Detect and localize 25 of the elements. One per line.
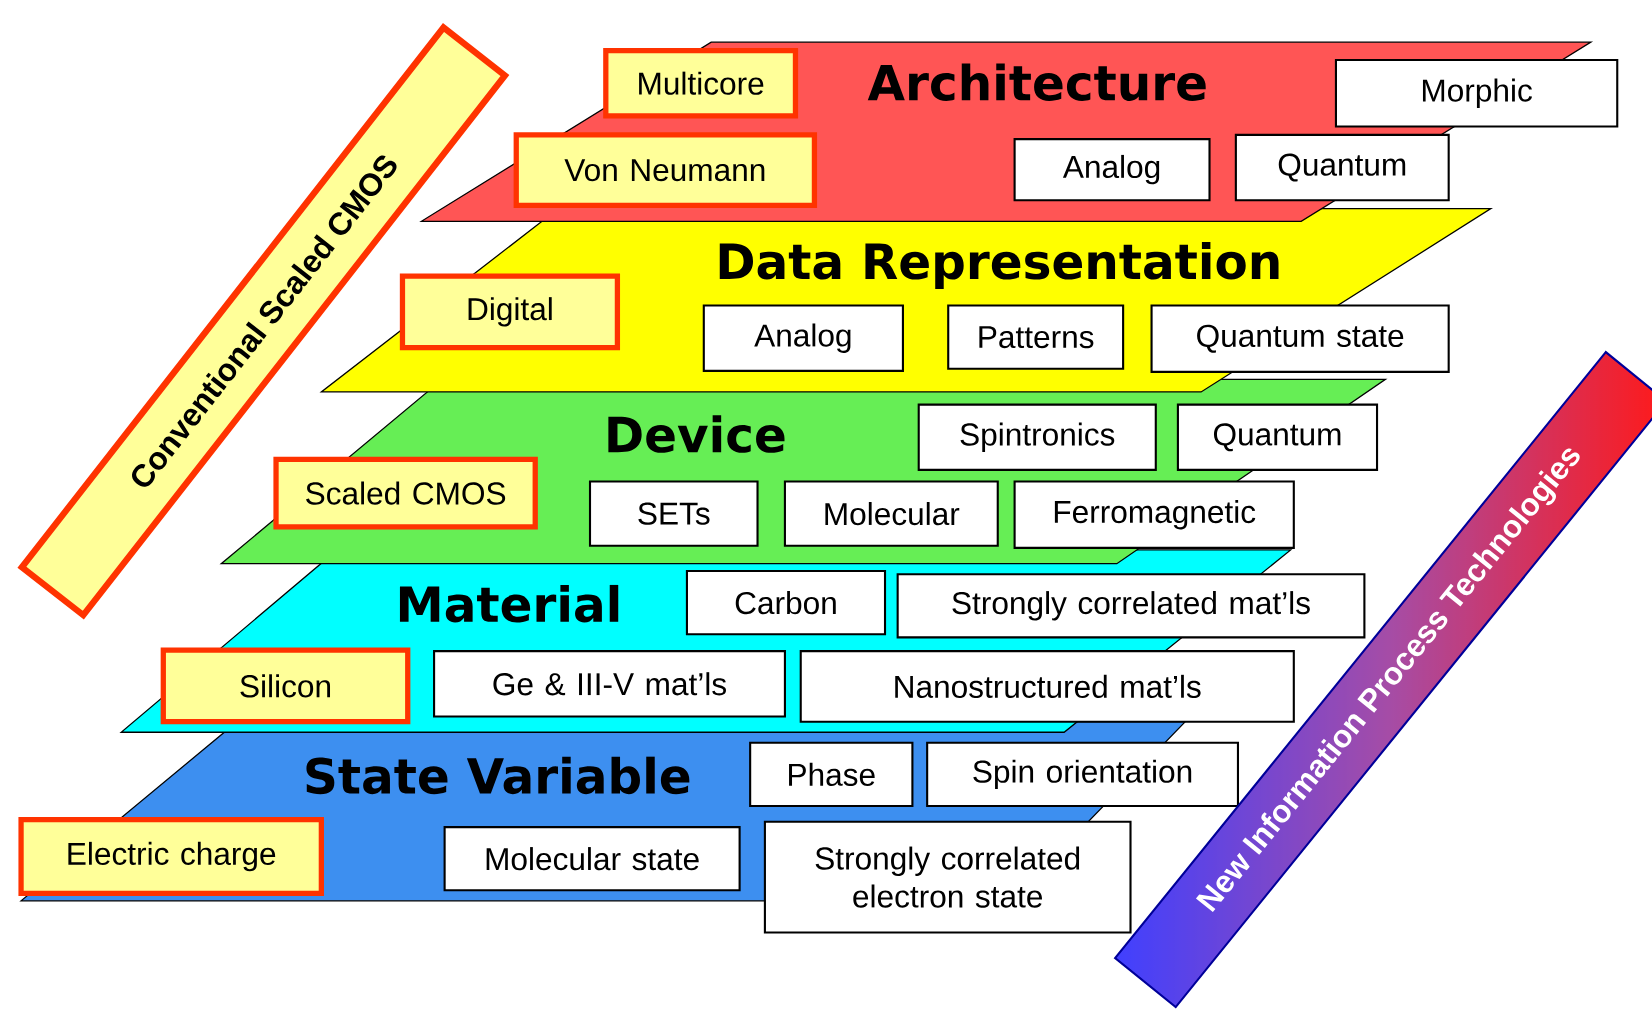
text-box: Analog — [702, 304, 904, 373]
text-box: Analog — [1013, 138, 1211, 202]
highlighted-box: Electric charge — [18, 817, 324, 897]
text-box: Molecular state — [443, 826, 741, 892]
text-box: Spintronics — [917, 403, 1157, 472]
text-box: Quantum — [1234, 133, 1450, 202]
text-box: Quantum state — [1150, 304, 1450, 374]
highlighted-box: Silicon — [160, 647, 411, 725]
text-box: Spin orientation — [926, 741, 1239, 808]
highlighted-box: Multicore — [603, 48, 799, 119]
text-box: SETs — [588, 480, 759, 547]
highlighted-box: Digital — [399, 273, 621, 351]
text-box: Morphic — [1334, 59, 1619, 128]
text-box: Patterns — [947, 304, 1125, 370]
text-box: Strongly correlated electron state — [763, 820, 1132, 934]
text-box: Strongly correlated mat’ls — [896, 573, 1366, 639]
text-box: Phase — [749, 741, 914, 808]
highlighted-box: Scaled CMOS — [273, 456, 538, 530]
text-box: Molecular — [783, 480, 999, 547]
text-box: Nanostructured mat’ls — [799, 650, 1295, 723]
text-box: Ferromagnetic — [1013, 480, 1295, 550]
text-box: Ge & III-V mat’ls — [433, 650, 786, 718]
highlighted-box: Von Neumann — [513, 132, 818, 209]
text-box: Carbon — [685, 570, 887, 636]
text-box: Quantum — [1176, 403, 1379, 472]
